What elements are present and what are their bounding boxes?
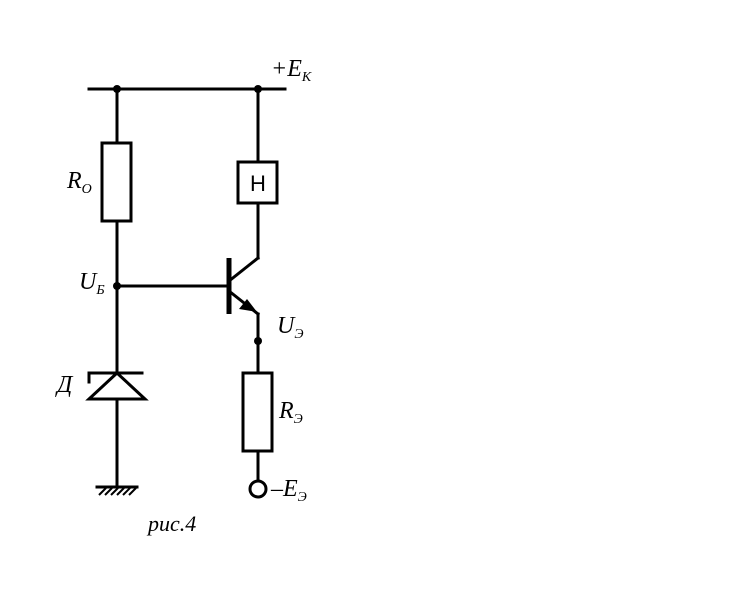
- label-ub: UБ: [79, 269, 105, 298]
- label-supply-neg: –EЭ: [270, 476, 307, 505]
- figure-caption: рис.4: [146, 511, 196, 536]
- label-load: Н: [250, 171, 266, 196]
- label-ue: UЭ: [277, 313, 304, 342]
- zener-diode: [85, 370, 149, 401]
- resistor-re: [241, 371, 274, 453]
- label-ro: RО: [66, 168, 92, 197]
- label-diode: Д: [55, 372, 74, 398]
- transistor: [226, 255, 261, 317]
- terminal-neg-supply: [248, 479, 268, 499]
- junction-emitter: [254, 337, 262, 345]
- resistor-ro: [100, 141, 133, 223]
- ground-symbol: [95, 485, 139, 496]
- label-re: RЭ: [278, 398, 303, 427]
- label-supply-pos: +EК: [271, 56, 312, 85]
